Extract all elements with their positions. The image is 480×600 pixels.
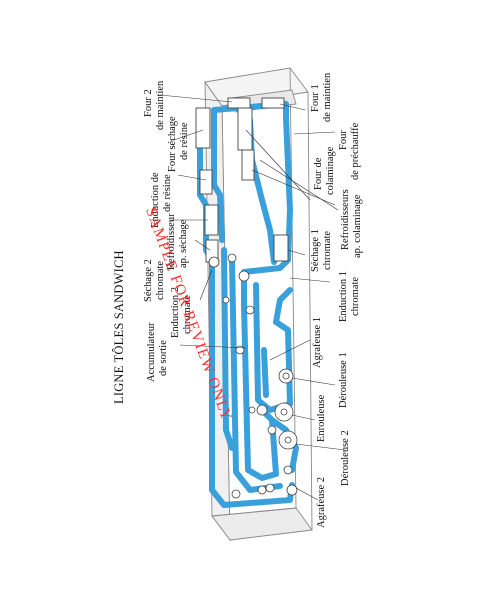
sechage1-box	[273, 234, 289, 262]
label-refroidisseurs-b: ap. colaminage	[352, 194, 363, 258]
label-four1-b: de maintien	[322, 72, 333, 122]
label-sechage1: Séchage 1	[310, 229, 321, 272]
label-four-colaminage-b: colaminage	[325, 146, 336, 195]
four-colaminage-box	[237, 107, 253, 151]
four1-box	[261, 97, 285, 109]
refroidisseurs-box	[241, 149, 255, 181]
label-enduction1: Enduction 1	[338, 270, 349, 322]
label-accumulateur-b: de sortie	[158, 340, 169, 376]
label-four-colaminage: Four de	[313, 157, 324, 190]
label-four2-b: de maintien	[155, 80, 166, 130]
four-sechage-resine-box	[195, 107, 211, 149]
label-refroidisseurs: Refroidisseurs	[340, 189, 351, 250]
rollers	[208, 253, 298, 499]
label-four-sechage-b: de résine	[179, 122, 190, 160]
label-derouleuse1: Dérouleuse 1	[338, 352, 349, 408]
label-four-sechage: Four séchage	[167, 116, 178, 172]
label-four-prechauffe-b: de préchauffe	[350, 122, 361, 180]
four2-box	[227, 97, 251, 109]
label-enduction1-b: chromate	[350, 276, 361, 316]
enduction-resine-box	[199, 169, 213, 195]
label-agrafeuse2: Agrafeuse 2	[316, 476, 327, 528]
label-refroidisseur-sechage-b: ap. séchage	[178, 219, 189, 268]
label-four-prechauffe: Four	[338, 130, 349, 150]
label-sechage1-b: chromate	[322, 230, 333, 270]
label-accumulateur: Accumulateur	[146, 322, 157, 382]
label-agrafeuse1: Agrafeuse 1	[312, 316, 323, 368]
label-four1: Four 1	[310, 84, 321, 112]
label-enrouleuse: Enrouleuse	[316, 394, 327, 442]
label-enduction-resine-b: de résine	[162, 174, 173, 212]
leader-lines	[159, 94, 346, 501]
label-four2: Four 2	[143, 89, 154, 117]
ovens	[195, 97, 289, 263]
label-sechage2: Séchage 2	[143, 259, 154, 302]
label-derouleuse2: Dérouleuse 2	[340, 430, 351, 486]
